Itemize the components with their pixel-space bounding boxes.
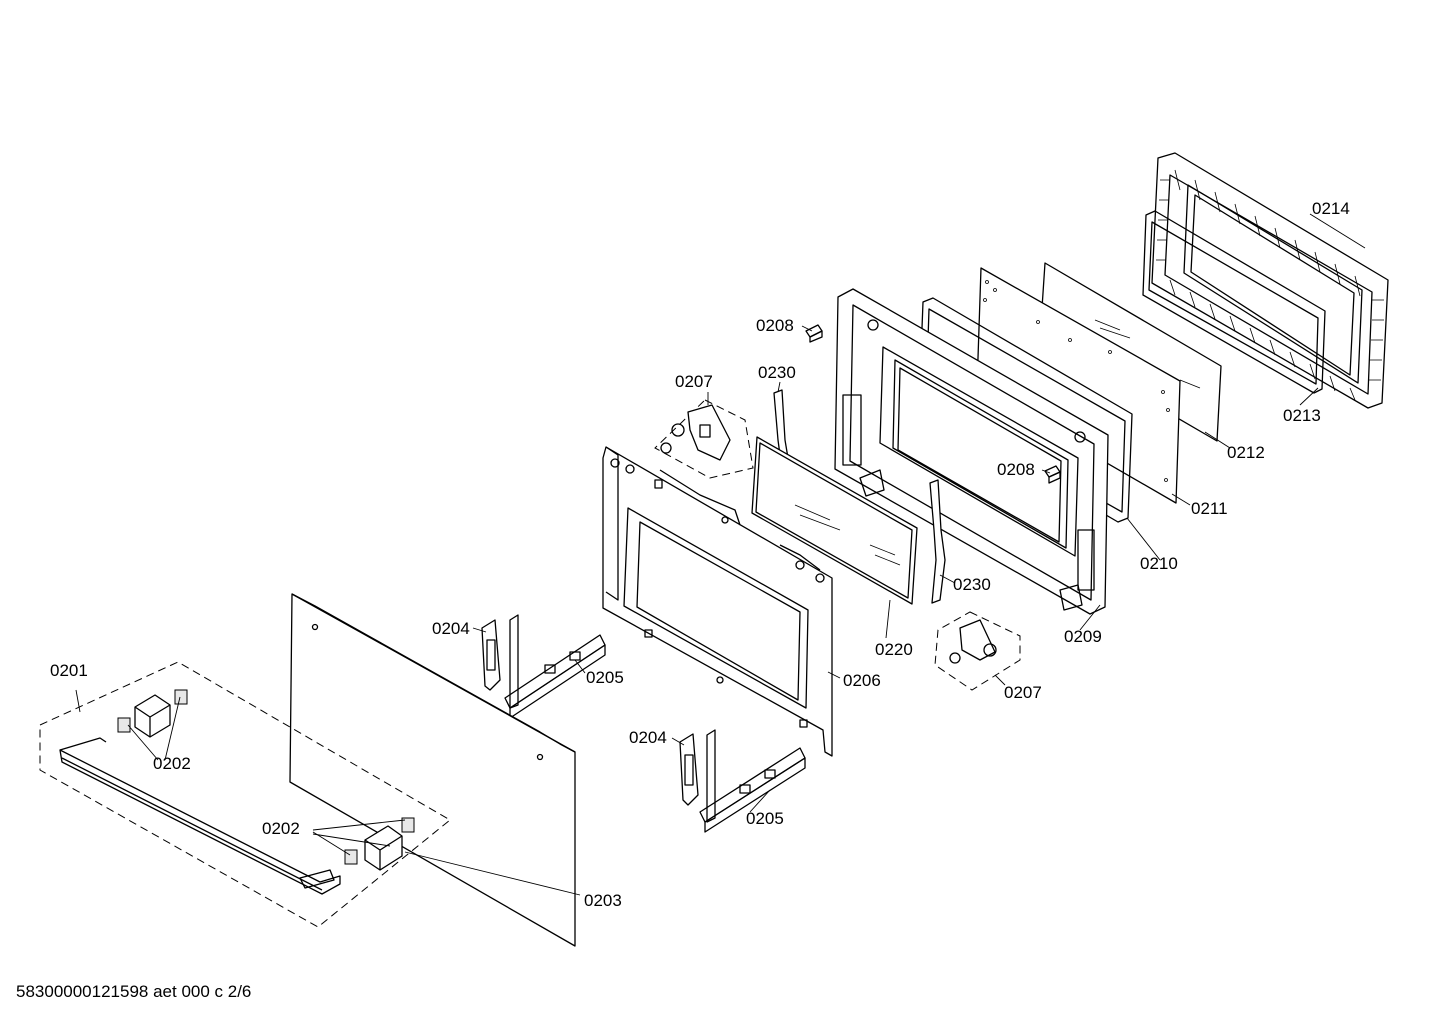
callout-0204-top: 0204 [432, 619, 470, 638]
callout-0203: 0203 [584, 891, 622, 910]
callout-0207-top: 0207 [675, 372, 713, 391]
leader-lines [75, 213, 1366, 896]
part-outer-frame [1151, 152, 1389, 409]
part-hinge-top [504, 614, 606, 719]
callout-0211: 0211 [1191, 499, 1228, 518]
drawing-reference-code: 58300000121598 aet 000 c 2/6 [16, 982, 252, 1001]
part-hinge-bottom [699, 729, 806, 833]
part-hinge-bracket-bottom [679, 733, 699, 806]
callout-0220: 0220 [875, 640, 913, 659]
callout-0213: 0213 [1283, 406, 1321, 425]
part-hinge-assembly-bottom [934, 611, 1021, 691]
callout-0209: 0209 [1064, 627, 1102, 646]
callout-0206: 0206 [843, 671, 881, 690]
callout-0201: 0201 [50, 661, 88, 680]
callout-0230-top: 0230 [758, 363, 796, 382]
callout-0208-top: 0208 [756, 316, 794, 335]
part-handle-assembly [39, 661, 451, 928]
part-clip-top [805, 324, 823, 343]
callout-0204-bottom: 0204 [629, 728, 667, 747]
callout-0208-mid: 0208 [997, 460, 1035, 479]
callout-0214: 0214 [1312, 199, 1350, 218]
callout-0207-bottom: 0207 [1004, 683, 1042, 702]
part-glass-panel [976, 267, 1181, 504]
part-door-glass [751, 436, 918, 605]
callout-0202-left: 0202 [153, 754, 191, 773]
part-inner-door-frame [834, 288, 1109, 615]
callout-0230-bottom: 0230 [953, 575, 991, 594]
callout-0210: 0210 [1140, 554, 1178, 573]
part-frame-gasket [1142, 210, 1326, 394]
callout-0212: 0212 [1227, 443, 1265, 462]
part-door-inner-panel [602, 446, 833, 757]
part-hinge-bracket-top [481, 619, 501, 691]
part-front-door-glass [289, 593, 576, 947]
part-hinge-assembly-top [654, 399, 754, 479]
callout-0205-bottom: 0205 [746, 809, 784, 828]
part-glass-strap-bottom [929, 479, 946, 604]
callout-0205-top: 0205 [586, 668, 624, 687]
callout-0202-right: 0202 [262, 819, 300, 838]
part-clip-mid [1044, 465, 1061, 484]
